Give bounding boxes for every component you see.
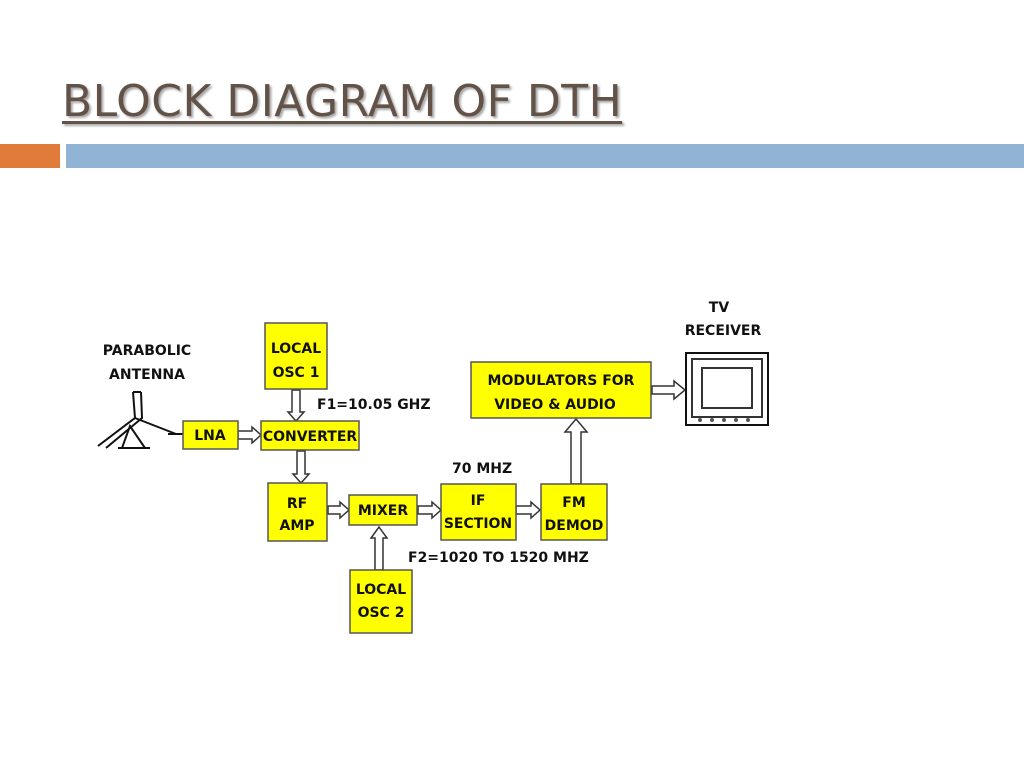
accent-bar-orange [0, 144, 60, 168]
f1-label: F1=10.05 GHZ [317, 397, 431, 413]
arrow-osc2-to-mixer [369, 525, 389, 571]
block-if-section-line2: SECTION [444, 516, 512, 532]
block-local-osc-2-line2: OSC 2 [358, 605, 405, 621]
block-modulators-line1: MODULATORS FOR [488, 373, 635, 389]
arrow-if-to-fmdemod [515, 500, 542, 520]
block-lna-label: LNA [194, 428, 226, 444]
block-rf-amp-line2: AMP [279, 518, 314, 534]
block-mixer: MIXER [348, 494, 418, 526]
block-fm-demod-line2: DEMOD [545, 518, 604, 534]
block-fm-demod-line1: FM [562, 495, 586, 511]
arrow-mixer-to-if [417, 500, 443, 520]
block-if-section-line1: IF [471, 493, 486, 509]
block-local-osc-2-line1: LOCAL [356, 582, 406, 598]
block-lna: LNA [182, 420, 239, 450]
block-local-osc-1-line1: LOCAL [271, 341, 321, 357]
block-rf-amp-line1: RF [287, 496, 307, 512]
arrow-osc1-to-converter [286, 389, 306, 423]
block-local-osc-2: LOCAL OSC 2 [349, 569, 413, 634]
accent-bar-blue [66, 144, 1024, 168]
block-rf-amp: RF AMP [267, 482, 328, 542]
block-converter-label: CONVERTER [263, 429, 358, 445]
f2-label: F2=1020 TO 1520 MHZ [408, 550, 589, 566]
arrow-converter-to-rfamp [291, 450, 311, 485]
block-mixer-label: MIXER [358, 503, 408, 519]
block-local-osc-1-line2: OSC 1 [273, 365, 320, 381]
block-converter: CONVERTER [260, 420, 360, 451]
arrow-rfamp-to-mixer [327, 500, 351, 520]
block-modulators-line2: VIDEO & AUDIO [494, 397, 616, 413]
block-modulators: MODULATORS FOR VIDEO & AUDIO [470, 361, 652, 419]
antenna-label-line1: PARABOLIC [103, 343, 191, 359]
antenna-label-line2: ANTENNA [109, 367, 185, 383]
block-if-section: IF SECTION [440, 483, 517, 541]
parabolic-antenna-icon [97, 391, 177, 449]
tv-label-line1: TV [709, 300, 730, 316]
block-fm-demod: FM DEMOD [540, 483, 608, 541]
tv-receiver-icon [685, 352, 769, 426]
block-local-osc-1: LOCAL OSC 1 [264, 322, 328, 390]
if-frequency-label: 70 MHZ [452, 461, 512, 477]
page-title: BLOCK DIAGRAM OF DTH [62, 76, 623, 127]
arrow-modulators-to-tv [651, 379, 687, 401]
arrow-lna-to-converter [237, 425, 263, 445]
arrow-fmdemod-to-modulators [563, 417, 589, 485]
tv-label-line2: RECEIVER [685, 323, 762, 339]
